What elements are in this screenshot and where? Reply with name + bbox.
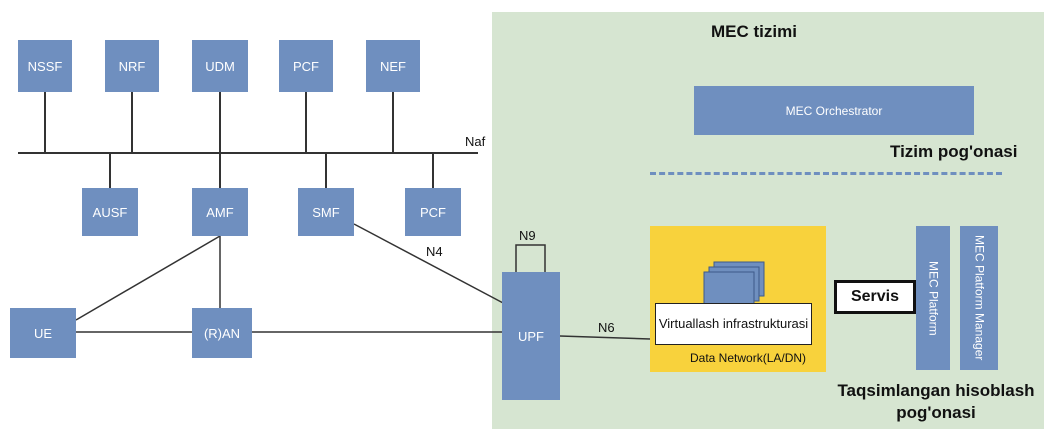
mec-orchestrator-box: MEC Orchestrator xyxy=(694,86,974,135)
level-divider xyxy=(650,172,1002,175)
nf-smf: SMF xyxy=(298,188,354,236)
nf-pcf-bottom: PCF xyxy=(405,188,461,236)
nf-pcf-top: PCF xyxy=(279,40,333,92)
data-network-label: Data Network(LA/DN) xyxy=(690,351,807,365)
system-level-label: Tizim pog'onasi xyxy=(890,142,1018,161)
naf-label: Naf xyxy=(465,134,486,149)
mec-platform-manager-box: MEC Platform Manager xyxy=(960,226,998,370)
nf-nrf: NRF xyxy=(105,40,159,92)
nf-amf: AMF xyxy=(192,188,248,236)
distributed-level-label: Taqsimlangan hisoblash pog'onasi xyxy=(837,381,1035,422)
nf-ausf: AUSF xyxy=(82,188,138,236)
n6-label: N6 xyxy=(598,320,615,335)
n4-label: N4 xyxy=(426,244,443,259)
nf-udm: UDM xyxy=(192,40,248,92)
nf-nssf: NSSF xyxy=(18,40,72,92)
ue-box: UE xyxy=(10,308,76,358)
n9-label: N9 xyxy=(519,228,536,243)
virtualization-infra-box: Virtuallash infrastrukturasi xyxy=(655,303,812,345)
ran-box: (R)AN xyxy=(192,308,252,358)
service-box: Servis xyxy=(834,280,916,314)
upf-box: UPF xyxy=(502,272,560,400)
mec-platform-box: MEC Platform xyxy=(916,226,950,370)
nf-nef: NEF xyxy=(366,40,420,92)
mec-system-title: MEC tizimi xyxy=(711,22,797,41)
